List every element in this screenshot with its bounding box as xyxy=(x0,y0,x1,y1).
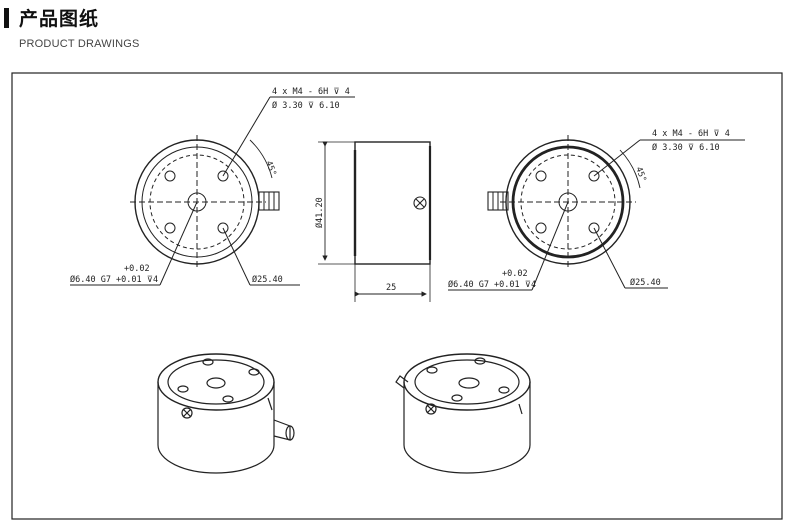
right-tol-upper: +0.02 xyxy=(502,269,528,279)
left-angle-label: 45° xyxy=(263,160,278,178)
left-pcd-label: Ø25.40 xyxy=(252,274,283,285)
left-isometric-view xyxy=(157,353,295,474)
left-drill-callout: Ø 3.30 ⊽ 6.10 xyxy=(272,100,340,111)
right-pcd-label: Ø25.40 xyxy=(630,277,661,288)
side-diameter-label: Ø41.20 xyxy=(314,197,325,228)
left-thread-callout: 4 x M4 - 6H ⊽ 4 xyxy=(272,87,350,97)
left-bore-callout: Ø6.40 G7 +0.01 ⊽4 xyxy=(70,274,158,285)
side-length-label: 25 xyxy=(386,283,396,293)
right-drill-callout: Ø 3.30 ⊽ 6.10 xyxy=(652,142,720,153)
left-front-view xyxy=(70,96,355,286)
left-tol-upper: +0.02 xyxy=(124,264,150,274)
right-front-view xyxy=(448,135,745,291)
right-isometric-view xyxy=(395,353,531,474)
page-subtitle: PRODUCT DRAWINGS xyxy=(19,38,140,50)
side-view xyxy=(318,141,432,302)
right-bore-callout: Ø6.40 G7 +0.01 ⊽4 xyxy=(448,279,536,290)
page-title: 产品图纸 xyxy=(19,8,100,30)
right-angle-label: 45° xyxy=(633,166,648,184)
header-accent-bar xyxy=(4,8,9,28)
right-thread-callout: 4 x M4 - 6H ⊽ 4 xyxy=(652,129,730,139)
drawing-frame xyxy=(11,72,783,520)
